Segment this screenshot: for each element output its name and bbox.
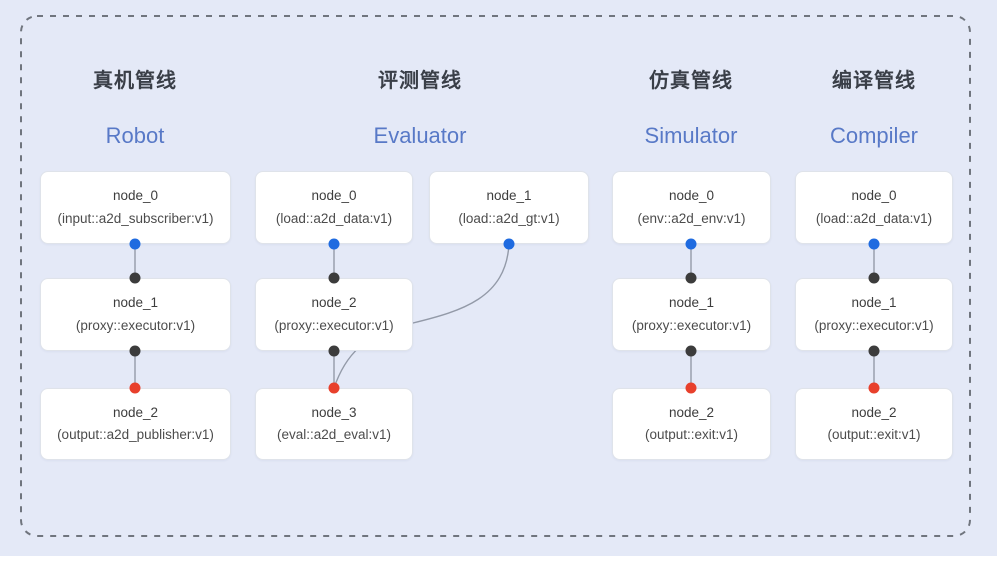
input-port-dot-red bbox=[328, 382, 340, 394]
node-name: node_3 bbox=[311, 404, 357, 420]
node-box-evaluator-node_2: node_2 (proxy::executor:v1) bbox=[255, 278, 413, 351]
node-type: (output::a2d_publisher:v1) bbox=[57, 427, 214, 442]
output-port-dot-dark bbox=[868, 345, 880, 357]
node-type: (proxy::executor:v1) bbox=[631, 317, 752, 333]
input-port-dot-dark bbox=[129, 272, 141, 284]
output-port-dot-blue bbox=[503, 238, 515, 250]
node-name: node_1 bbox=[851, 295, 897, 311]
node-box-evaluator-node_3: node_3 (eval::a2d_eval:v1) bbox=[255, 388, 413, 460]
node-type: (load::a2d_data:v1) bbox=[815, 210, 933, 226]
node-type: (output::exit:v1) bbox=[827, 427, 921, 442]
node-box-robot-node_0: node_0 (input::a2d_subscriber:v1) bbox=[40, 171, 231, 244]
node-box-compiler-node_0: node_0 (load::a2d_data:v1) bbox=[795, 171, 953, 244]
node-box-compiler-node_1: node_1 (proxy::executor:v1) bbox=[795, 278, 953, 351]
node-box-robot-node_1: node_1 (proxy::executor:v1) bbox=[40, 278, 231, 351]
node-type: (output::exit:v1) bbox=[644, 427, 739, 442]
node-name: node_2 bbox=[851, 404, 897, 420]
node-name: node_2 bbox=[311, 295, 357, 311]
node-box-evaluator-node_0: node_0 (load::a2d_data:v1) bbox=[255, 171, 413, 244]
node-type: (eval::a2d_eval:v1) bbox=[276, 427, 392, 442]
output-port-dot-dark bbox=[129, 345, 141, 357]
column-title-en-robot: Robot bbox=[105, 123, 165, 148]
input-port-dot-dark bbox=[685, 272, 697, 284]
output-port-dot-dark bbox=[685, 345, 697, 357]
node-box-evaluator-node_1: node_1 (load::a2d_gt:v1) bbox=[429, 171, 589, 244]
column-title-en-compiler: Compiler bbox=[829, 123, 919, 148]
node-type: (proxy::executor:v1) bbox=[814, 317, 934, 333]
column-title-zh-evaluator: 评测管线 bbox=[378, 70, 462, 92]
output-port-dot-dark bbox=[328, 345, 340, 357]
output-port-dot-blue bbox=[328, 238, 340, 250]
input-port-dot-red bbox=[868, 382, 880, 394]
node-type: (input::a2d_subscriber:v1) bbox=[57, 210, 214, 226]
input-port-dot-red bbox=[129, 382, 141, 394]
node-type: (load::a2d_data:v1) bbox=[275, 210, 393, 226]
node-box-compiler-node_2: node_2 (output::exit:v1) bbox=[795, 388, 953, 460]
node-name: node_2 bbox=[112, 404, 159, 420]
node-type: (load::a2d_gt:v1) bbox=[458, 210, 560, 226]
node-name: node_0 bbox=[851, 188, 897, 204]
node-name: node_1 bbox=[486, 188, 532, 204]
node-box-robot-node_2: node_2 (output::a2d_publisher:v1) bbox=[40, 388, 231, 460]
node-type: (env::a2d_env:v1) bbox=[637, 210, 746, 226]
input-port-dot-red bbox=[685, 382, 697, 394]
node-name: node_2 bbox=[668, 404, 715, 420]
node-type: (proxy::executor:v1) bbox=[274, 317, 394, 333]
node-box-simulator-node_0: node_0 (env::a2d_env:v1) bbox=[612, 171, 771, 244]
node-box-simulator-node_1: node_1 (proxy::executor:v1) bbox=[612, 278, 771, 351]
input-port-dot-dark bbox=[868, 272, 880, 284]
column-title-zh-robot: 真机管线 bbox=[93, 70, 177, 92]
output-port-dot-blue bbox=[129, 238, 141, 250]
node-name: node_0 bbox=[112, 188, 159, 204]
output-port-dot-blue bbox=[868, 238, 880, 250]
output-port-dot-blue bbox=[685, 238, 697, 250]
node-name: node_0 bbox=[311, 188, 357, 204]
node-name: node_0 bbox=[668, 188, 715, 204]
node-name: node_1 bbox=[668, 295, 715, 311]
node-name: node_1 bbox=[112, 295, 159, 311]
input-port-dot-dark bbox=[328, 272, 340, 284]
column-title-en-evaluator: Evaluator bbox=[373, 123, 467, 148]
node-type: (proxy::executor:v1) bbox=[75, 317, 196, 333]
node-box-simulator-node_2: node_2 (output::exit:v1) bbox=[612, 388, 771, 460]
column-title-zh-compiler: 编译管线 bbox=[832, 70, 916, 92]
